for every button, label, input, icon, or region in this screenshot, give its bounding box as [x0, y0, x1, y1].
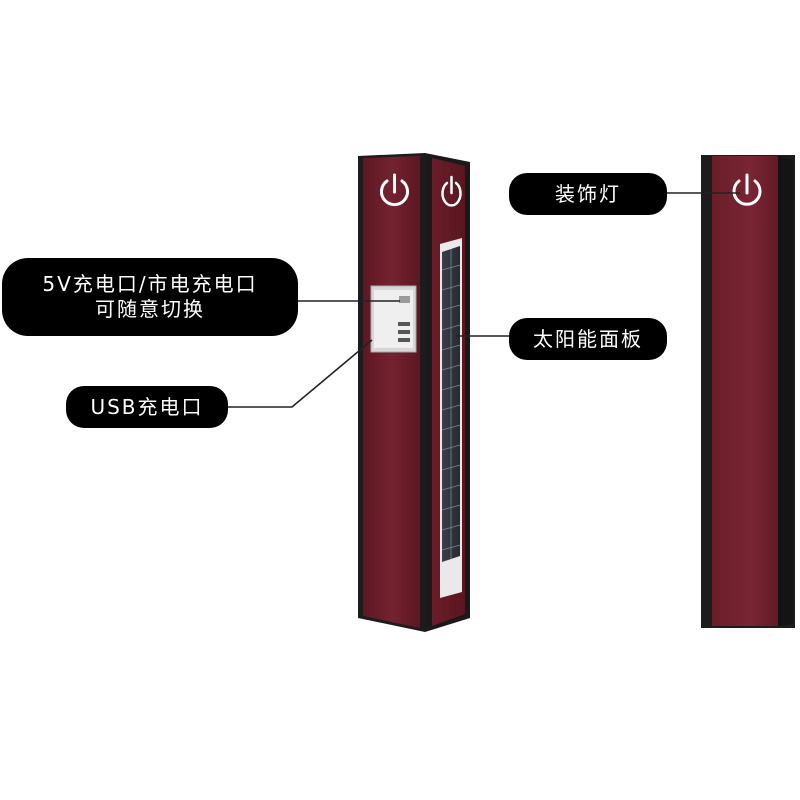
solar-panel: [440, 238, 462, 598]
power-icon: [732, 173, 762, 206]
left-pillar: [358, 153, 470, 632]
callout-decorative-light-label: 装饰灯: [555, 181, 621, 206]
callout-solar-panel-label: 太阳能面板: [533, 326, 643, 351]
callout-usb-port-label: USB充电口: [90, 394, 204, 419]
right-pillar: [701, 155, 795, 628]
callout-decorative-light: 装饰灯: [509, 173, 667, 215]
callout-charging-port-line2: 可随意切换: [95, 297, 205, 321]
callout-charging-port-line1: 5V充电口/市电充电口: [42, 272, 258, 296]
right-pillar-face: [712, 156, 778, 626]
leader-line-usb: [228, 339, 373, 408]
charging-port-module: [370, 285, 417, 353]
callout-usb-port: USB充电口: [66, 386, 228, 428]
leader-lines: [228, 192, 740, 408]
callout-charging-port-switch: 5V充电口/市电充电口 可随意切换: [2, 258, 298, 336]
left-pillar-front-face: [363, 156, 420, 628]
power-icon: [380, 173, 409, 207]
power-icon: [441, 175, 462, 207]
callout-solar-panel: 太阳能面板: [509, 318, 667, 360]
